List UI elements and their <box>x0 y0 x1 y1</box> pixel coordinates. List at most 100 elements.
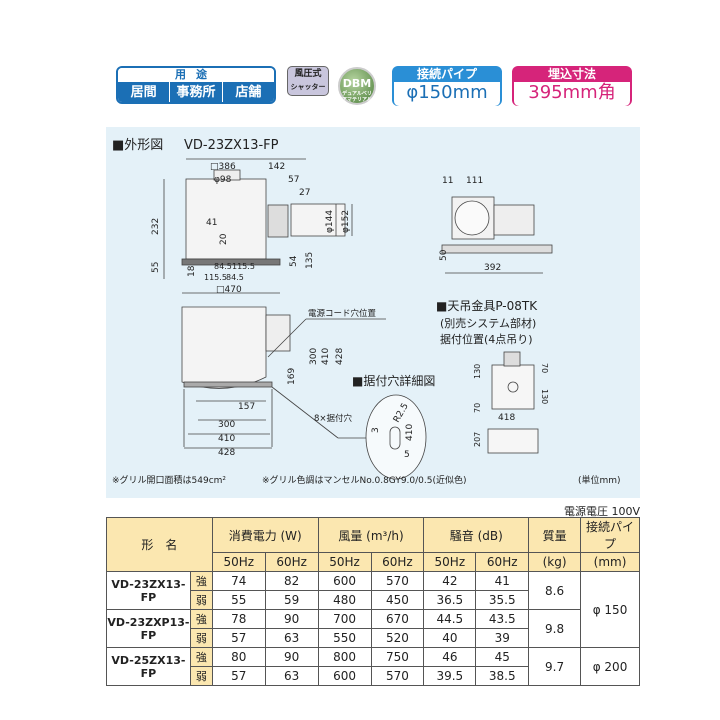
dim: 428 <box>335 348 345 365</box>
cell-value: 42 <box>423 571 477 591</box>
dim: 418 <box>498 413 515 423</box>
bottom-view <box>181 306 386 449</box>
cell-value: 90 <box>264 609 319 629</box>
header-noise: 騒音 (dB) <box>423 517 530 553</box>
model-name: VD-23ZX13-FP <box>106 571 191 610</box>
cell-value: 41 <box>475 571 530 591</box>
speed-label: 強 <box>189 647 213 667</box>
shutter-icon: 風圧式 シャッター <box>287 66 329 96</box>
unit-label: (単位mm) <box>578 474 621 486</box>
cell-value: 90 <box>264 647 319 667</box>
speed-label: 強 <box>189 609 213 629</box>
dim: 300 <box>309 348 319 365</box>
pipe-title: 接続パイプ <box>416 67 477 81</box>
embed-badge: 埋込寸法 395mm角 <box>512 66 632 106</box>
cell-value: 63 <box>264 628 319 648</box>
usage-store: 店舗 <box>221 82 274 102</box>
cell-value: 57 <box>211 666 266 686</box>
dim: 41 <box>206 218 217 228</box>
cell-value: 57 <box>211 628 266 648</box>
dim: 54 <box>289 255 299 267</box>
cell-value: 44.5 <box>423 609 477 629</box>
cell-value: 43.5 <box>475 609 530 629</box>
dim: 27 <box>299 188 310 198</box>
dim: 11 <box>442 176 453 186</box>
dim: φ152 <box>341 210 351 233</box>
dim: 410 <box>405 424 415 441</box>
header-model: 形 名 <box>106 517 213 572</box>
header-power: 消費電力 (W) <box>211 517 319 553</box>
hanger-block: ■天吊金具P-08TK (別売システム部材) 据付位置(4点吊り) 130 70… <box>436 298 549 447</box>
hz: 60Hz <box>475 552 530 572</box>
hz: 50Hz <box>317 552 372 572</box>
cell-value: 39.5 <box>423 666 477 686</box>
mass-value: 9.7 <box>528 647 582 686</box>
dim: 70 <box>540 363 549 373</box>
cell-value: 450 <box>370 590 425 610</box>
hanger-drawing <box>487 351 539 454</box>
usage-living: 居間 <box>130 85 157 100</box>
dbm-logo-icon: DBM デュアルベリアマテリアル <box>338 67 376 105</box>
front-view <box>163 158 353 294</box>
pipe-value: φ150mm <box>394 82 500 106</box>
header-airflow: 風量 (m³/h) <box>317 517 425 553</box>
cell-value: 74 <box>211 571 266 591</box>
dim: □386 <box>210 162 236 172</box>
dim: 20 <box>219 233 229 245</box>
note-grille-color: ※グリル色調はマンセルNo.0.8GY9.0/0.5(近似色) <box>262 474 467 486</box>
dim: 135 <box>305 252 315 269</box>
dim: 115.5 <box>232 262 255 271</box>
note-grille-area: ※グリル開口面積は549cm² <box>112 474 226 486</box>
dbm-text: DBM <box>342 77 372 90</box>
mount-hole-label: 8×据付穴 <box>314 413 353 424</box>
mount-hole-detail: ■据付穴詳細図 R2.5 410 3 5 <box>352 373 435 480</box>
cell-value: 78 <box>211 609 266 629</box>
pipe-badge: 接続パイプ φ150mm <box>392 66 502 106</box>
mass-value: 9.8 <box>528 609 582 648</box>
dim: 111 <box>466 176 483 186</box>
dim: 130 <box>540 389 549 404</box>
cell-value: 38.5 <box>475 666 530 686</box>
cell-value: 550 <box>317 628 372 648</box>
embed-value: 395mm角 <box>514 82 630 106</box>
shutter-line1: 風圧式 <box>294 69 322 79</box>
speed-label: 強 <box>189 571 213 591</box>
cord-hole-label: 電源コード穴位置 <box>308 308 377 319</box>
hz: 60Hz <box>264 552 319 572</box>
pipe-value: φ 150 <box>580 571 640 648</box>
dim: 157 <box>238 402 255 412</box>
cell-value: 520 <box>370 628 425 648</box>
dim: 300 <box>218 420 235 430</box>
dim: 5 <box>404 450 410 460</box>
dim: φ98 <box>214 175 232 185</box>
header-mass-unit: (kg) <box>528 552 582 572</box>
usage-badge: 用途 居間 事務所 店舗 <box>116 66 276 104</box>
dim: 410 <box>321 348 331 365</box>
dim: 232 <box>151 218 161 235</box>
dim: 84.5 <box>226 273 244 282</box>
dim: 142 <box>268 162 285 172</box>
cell-value: 750 <box>370 647 425 667</box>
dim: 392 <box>484 263 501 273</box>
dim: 130 <box>473 364 482 379</box>
model-name: VD-23ZXP13-FP <box>106 609 191 648</box>
cell-value: 480 <box>317 590 372 610</box>
cell-value: 55 <box>211 590 266 610</box>
header-mass: 質量 <box>528 517 582 553</box>
dim: 57 <box>288 175 299 185</box>
dim: 18 <box>187 265 197 277</box>
detail-title: ■据付穴詳細図 <box>352 373 435 388</box>
dim: 55 <box>151 262 161 273</box>
dim: 428 <box>218 448 235 458</box>
dim: 169 <box>287 368 297 385</box>
hz: 60Hz <box>370 552 425 572</box>
embed-title: 埋込寸法 <box>547 67 596 81</box>
header-pipe-unit: (mm) <box>580 552 640 572</box>
dim: φ144 <box>325 210 335 233</box>
usage-title: 用途 <box>118 68 274 82</box>
cell-value: 600 <box>317 666 372 686</box>
